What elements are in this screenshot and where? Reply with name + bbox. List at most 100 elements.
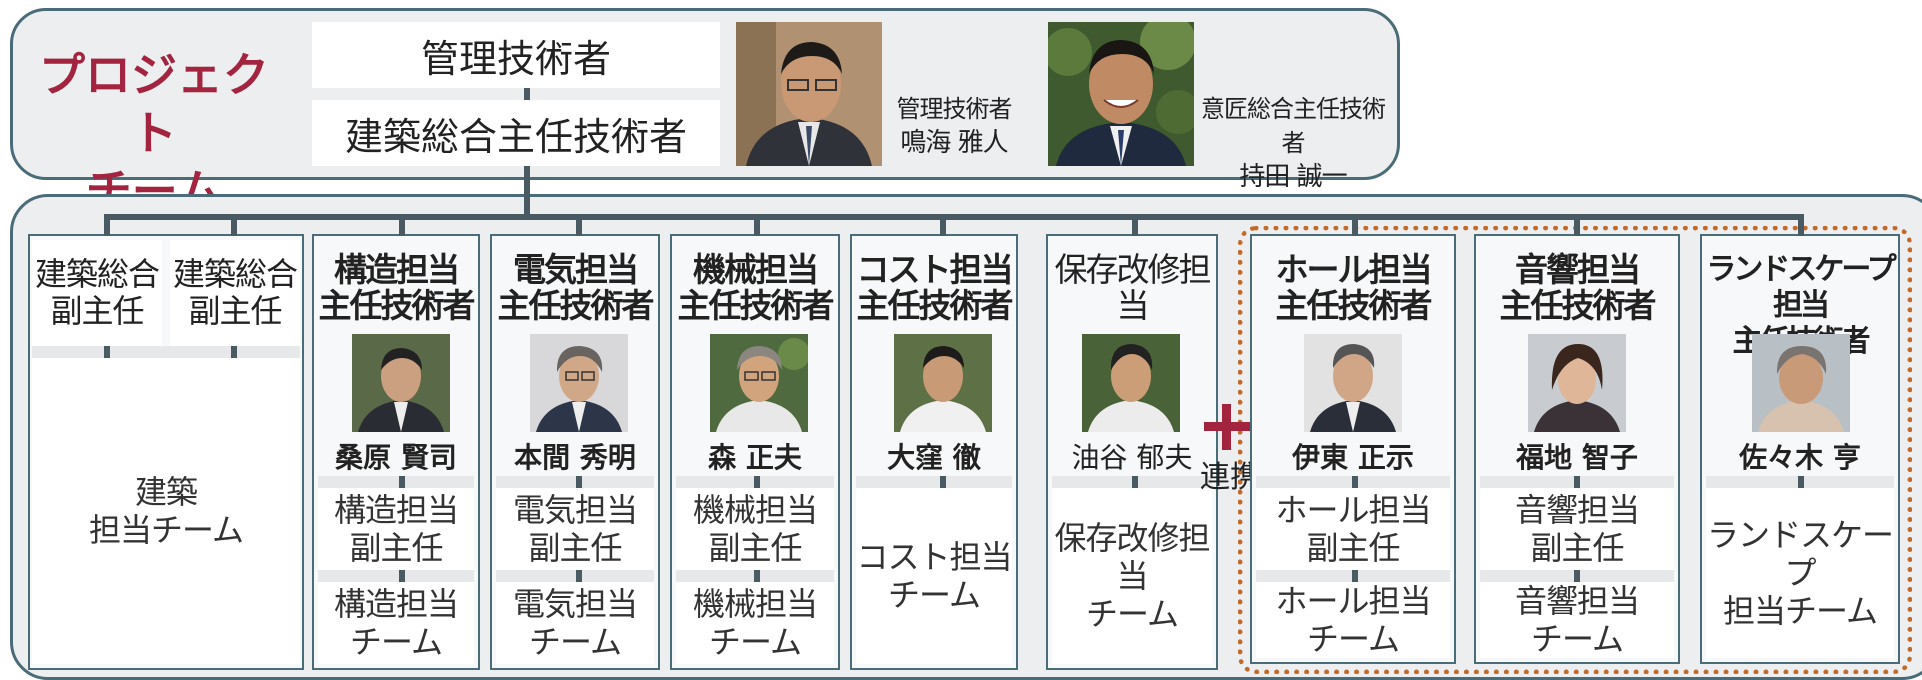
cost-header: コスト担当 主任技術者 — [856, 250, 1014, 325]
manager-role-box: 管理技術者 — [312, 22, 720, 88]
hall-name: 伊東 正示 — [1292, 441, 1414, 474]
connector-acoustic-3 — [1574, 570, 1580, 582]
design-chief-caption-name: 持田 誠一 — [1239, 162, 1347, 192]
connector-hall-2 — [1352, 476, 1358, 488]
preserve-team-label: 保存改修担当 チーム — [1054, 519, 1210, 633]
elec-deputy-box: 電気担当 副主任 — [496, 488, 654, 570]
cost-name: 大窪 徹 — [887, 441, 981, 474]
landscape-team-box: ランドスケープ 担当チーム — [1706, 488, 1894, 658]
mech-deputy-box: 機械担当 副主任 — [676, 488, 834, 570]
manager-caption-name: 鳴海 雅人 — [900, 128, 1008, 158]
design-chief-caption-role: 意匠総合主任技術者 — [1201, 95, 1386, 157]
hall-deputy-label: ホール担当 副主任 — [1275, 491, 1431, 567]
mech-portrait-icon — [710, 334, 808, 432]
elec-portrait-icon — [530, 334, 628, 432]
cost-team-box: コスト担当 チーム — [856, 488, 1013, 664]
hall-portrait-icon — [1304, 334, 1402, 432]
struct-photo — [352, 334, 450, 432]
elec-team-label: 電気担当 チーム — [512, 585, 638, 661]
arch-deputy-1-label: 建築総合 副主任 — [34, 255, 160, 330]
arch-deputy-1: 建築総合 副主任 — [32, 240, 162, 346]
connector-mech-3 — [754, 570, 760, 582]
acoustic-header: 音響担当 主任技術者 — [1499, 250, 1657, 325]
preserve-photo — [1082, 334, 1180, 432]
connector-struct — [399, 218, 405, 236]
elec-photo — [530, 334, 628, 432]
connector-arch-1 — [104, 218, 110, 236]
struct-team-box: 構造担当 チーム — [318, 582, 474, 664]
acoustic-team-box: 音響担当 チーム — [1480, 582, 1674, 658]
connector-elec — [576, 218, 582, 236]
connector-landscape — [1798, 218, 1804, 236]
connector-elec-3 — [576, 570, 582, 582]
preserve-name: 油谷 郁夫 — [1071, 441, 1193, 474]
acoustic-name: 福地 智子 — [1516, 441, 1638, 474]
cost-portrait-icon — [894, 334, 992, 432]
arch-gap — [32, 346, 300, 358]
connector-cost-2 — [940, 476, 946, 488]
preserve-portrait-icon — [1082, 334, 1180, 432]
struct-name: 桑原 賢司 — [335, 441, 457, 474]
connector-mech-2 — [754, 476, 760, 488]
hall-photo — [1304, 334, 1402, 432]
connector-hall — [1352, 218, 1358, 236]
struct-gap-2 — [318, 570, 474, 582]
design-chief-portrait-icon — [1048, 22, 1194, 166]
cost-team-label: コスト担当 チーム — [856, 538, 1012, 614]
hall-header: ホール担当 主任技術者 — [1275, 250, 1433, 325]
cost-photo — [894, 334, 992, 432]
preserve-header: 保存改修担当 — [1054, 250, 1212, 325]
connector-arch-4 — [231, 346, 237, 358]
elec-gap-2 — [496, 570, 654, 582]
arch-deputy-2: 建築総合 副主任 — [170, 240, 300, 346]
manager-caption: 管理技術者 鳴海 雅人 — [880, 92, 1028, 160]
connector-hall-3 — [1352, 570, 1358, 582]
acoustic-photo — [1528, 334, 1626, 432]
connector-mech — [754, 218, 760, 236]
struct-portrait-icon — [352, 334, 450, 432]
elec-team-box: 電気担当 チーム — [496, 582, 654, 664]
connector-arch-2 — [231, 218, 237, 236]
preserve-team-box: 保存改修担当 チーム — [1052, 488, 1212, 664]
connector-struct-3 — [399, 570, 405, 582]
mech-name: 森 正夫 — [708, 441, 802, 474]
acoustic-team-label: 音響担当 チーム — [1514, 582, 1640, 658]
struct-team-label: 構造担当 チーム — [333, 585, 459, 661]
landscape-team-label: ランドスケープ 担当チーム — [1706, 516, 1894, 630]
top-connector — [524, 88, 530, 100]
manager-portrait-icon — [736, 22, 882, 166]
hall-team-box: ホール担当 チーム — [1256, 582, 1450, 658]
landscape-photo — [1752, 334, 1850, 432]
arch-deputy-2-label: 建築総合 副主任 — [172, 255, 298, 330]
connector-preserve — [1132, 218, 1138, 236]
hall-deputy-box: ホール担当 副主任 — [1256, 488, 1450, 570]
design-chief-caption: 意匠総合主任技術者 持田 誠一 — [1196, 92, 1390, 194]
acoustic-portrait-icon — [1528, 334, 1626, 432]
manager-caption-role: 管理技術者 — [896, 95, 1013, 123]
acoustic-deputy-label: 音響担当 副主任 — [1514, 491, 1640, 567]
connector-arch-3 — [104, 346, 110, 358]
arch-team-box: 建築 担当チーム — [32, 358, 300, 664]
manager-role-label: 管理技術者 — [420, 36, 611, 81]
elec-deputy-label: 電気担当 副主任 — [512, 491, 638, 567]
connector-acoustic — [1574, 218, 1580, 236]
landscape-name: 佐々木 亨 — [1739, 441, 1861, 474]
struct-deputy-label: 構造担当 副主任 — [333, 491, 459, 567]
chief-role-box: 建築総合主任技術者 — [312, 100, 720, 166]
connector-landscape-2 — [1798, 476, 1804, 488]
mech-team-label: 機械担当 チーム — [692, 585, 818, 661]
chief-role-label: 建築総合主任技術者 — [344, 114, 687, 159]
hall-team-label: ホール担当 チーム — [1275, 582, 1431, 658]
main-vertical-connector — [524, 166, 530, 218]
elec-name: 本間 秀明 — [514, 441, 636, 474]
connector-cost — [940, 218, 946, 236]
connector-struct-2 — [399, 476, 405, 488]
mech-deputy-label: 機械担当 副主任 — [692, 491, 818, 567]
struct-deputy-box: 構造担当 副主任 — [318, 488, 474, 570]
cooperation-plus-icon — [1222, 404, 1231, 450]
struct-gap-1 — [318, 476, 474, 488]
horizontal-bus-connector — [104, 214, 1804, 220]
arch-team-label: 建築 担当チーム — [88, 473, 244, 549]
elec-header: 電気担当 主任技術者 — [497, 250, 655, 325]
design-chief-photo — [1048, 22, 1194, 166]
